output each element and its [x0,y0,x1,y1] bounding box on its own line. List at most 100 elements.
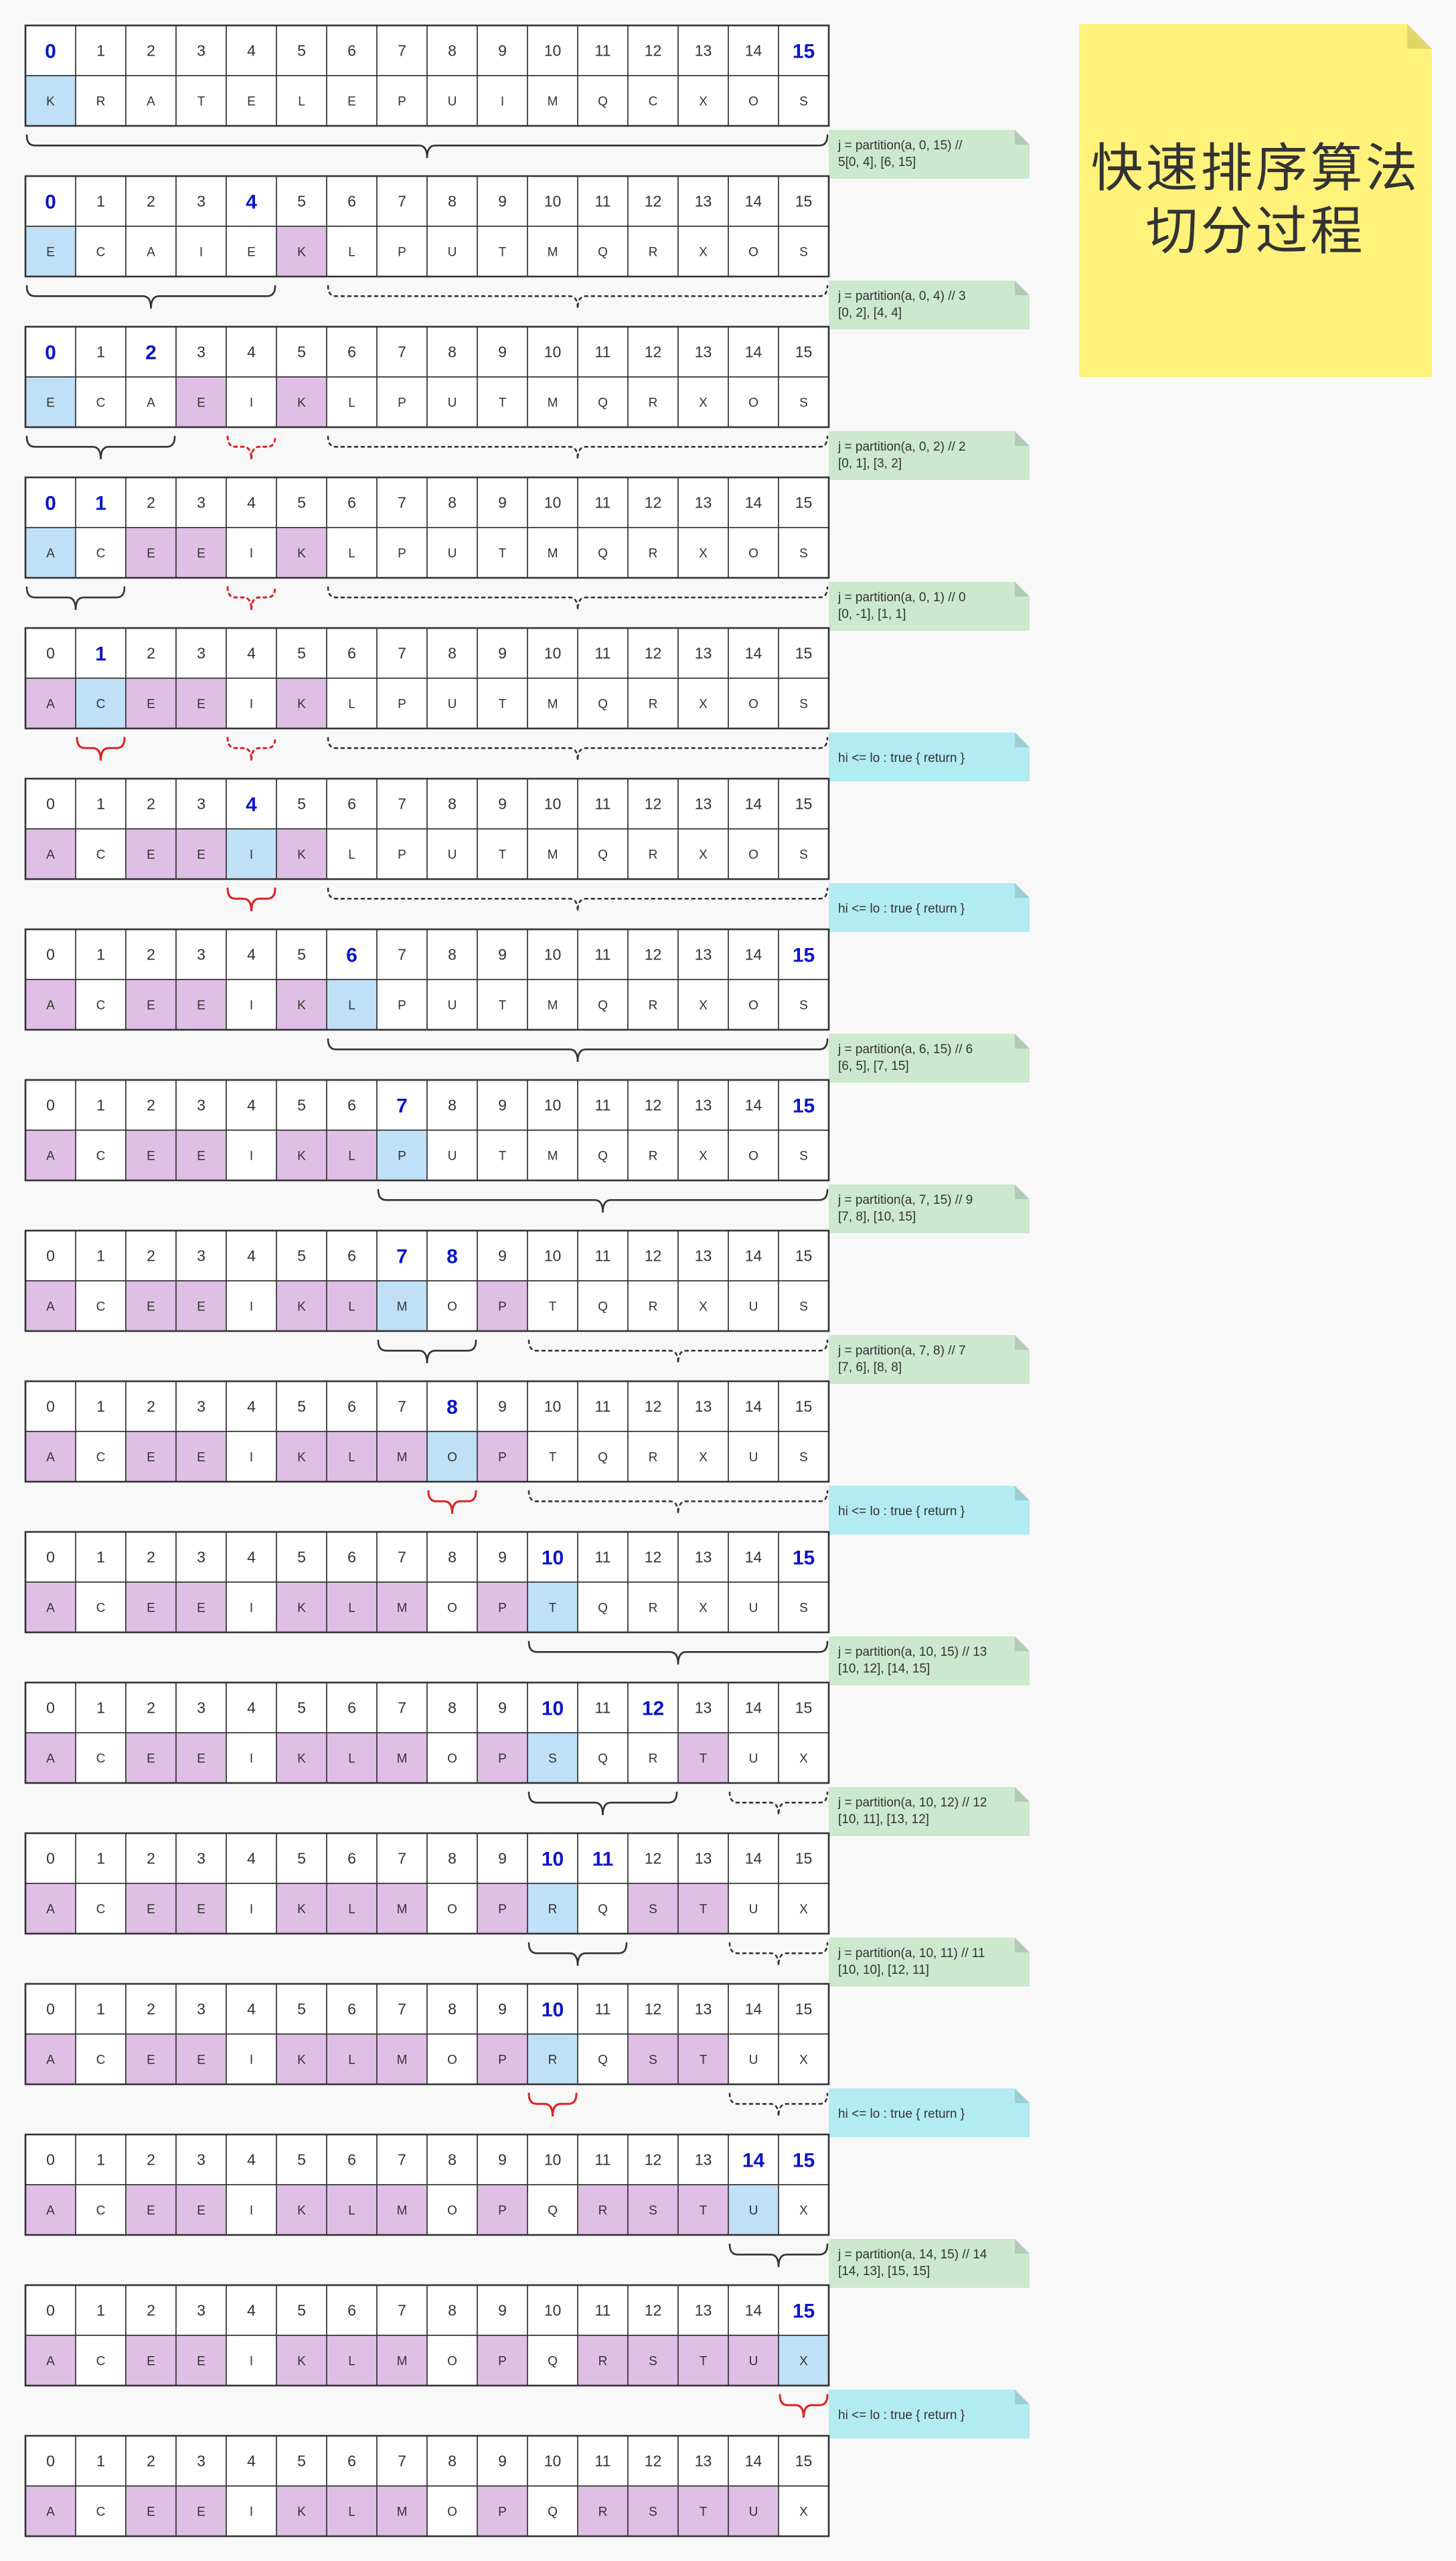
index-cell [627,1531,679,1583]
index-label: 12 [645,2001,662,2018]
index-label: 9 [498,2001,507,2018]
index-label: 12 [645,2302,662,2319]
red-brace [76,736,126,761]
index-label: 11 [595,946,611,963]
letter-label: E [197,698,206,712]
index-label: 1 [95,493,106,515]
index-cell [376,778,428,830]
letter-cell [326,979,378,1030]
index-label: 13 [695,193,712,210]
index-cell [75,929,127,980]
letter-label: X [699,999,708,1013]
index-label: 5 [297,1850,306,1867]
index-label: 5 [297,2302,306,2319]
index-cell [276,2134,327,2185]
letter-cell [25,1431,76,1482]
index-label: 12 [645,645,662,662]
letter-label: I [199,246,203,260]
letter-cell [75,1883,127,1934]
letter-cell [426,1883,478,1934]
letter-cell [75,2485,127,2537]
index-cell [376,929,428,980]
index-label: 9 [498,2453,507,2470]
index-label: 6 [347,795,356,813]
dotted-brace [728,1791,829,1816]
index-label: 15 [795,343,813,361]
index-label: 1 [96,1850,105,1867]
index-label: 7 [396,1095,408,1117]
index-label: 11 [595,343,611,361]
index-cell [226,2435,277,2487]
letter-label: O [748,999,758,1013]
letter-label: L [348,1150,355,1164]
letter-cell [527,828,578,880]
letter-cell [326,828,378,880]
index-cell [728,1983,779,2035]
letter-cell [778,1581,829,1633]
letter-label: P [398,999,406,1013]
letter-cell [376,678,428,729]
letter-label: I [250,2505,253,2519]
index-label: 10 [544,2302,562,2319]
letter-cell [25,2033,76,2085]
letter-label: P [498,1602,507,1616]
index-cell [125,477,177,528]
letter-label: R [649,1752,658,1766]
note-box [829,582,1030,631]
letter-cell [477,979,528,1030]
letter-label: O [447,2355,457,2369]
letter-cell [75,527,127,578]
index-cell [125,1531,177,1583]
note-fold [1015,1486,1030,1500]
index-cell [175,1983,227,2035]
letter-cell [778,1431,829,1482]
index-label: 5 [297,1097,306,1114]
letter-cell [426,226,478,277]
letter-label: C [96,999,106,1013]
index-label: 13 [695,1549,712,1566]
letter-cell [175,376,227,428]
index-label: 11 [595,2151,611,2169]
letter-cell [175,226,227,277]
note-box [829,2239,1030,2288]
letter-label: U [749,1602,758,1616]
index-label: 10 [544,1247,562,1265]
letter-label: T [700,2204,708,2218]
index-cell [25,25,76,76]
letter-label: R [649,246,658,260]
index-cell [175,1381,227,1432]
letter-label: C [96,848,106,862]
index-label: 8 [448,2001,457,2018]
index-cell [577,25,629,76]
range-brace [25,134,829,159]
index-cell [477,1833,528,1884]
index-label: 6 [347,2453,356,2470]
index-cell [527,326,578,378]
partition-step: 0A1C2E3E4I5K6L7M8O9P10R11Q12S13T14U15Xhi… [24,1983,1030,2137]
index-cell [477,477,528,528]
index-label: 2 [147,42,155,60]
note-text: hi <= lo : true { return } [838,751,965,765]
index-label: 1 [96,1247,105,1265]
letter-label: X [699,848,708,862]
index-cell [577,2284,629,2336]
note-box [829,883,1030,932]
array-frame [24,627,830,730]
letter-label: O [748,1150,758,1164]
letter-label: X [799,1903,808,1917]
note-fold [1015,281,1030,295]
letter-label: L [348,547,355,561]
letter-label: Q [598,2053,608,2068]
partition-step: 0A1C2E3E4I5K6L7P8U9T10M11Q12R13X14O15Shi… [24,627,1030,781]
index-label: 8 [448,494,457,512]
letter-cell [125,2485,177,2537]
index-label: 8 [448,1097,457,1114]
letter-label: A [46,1150,55,1164]
index-label: 12 [645,2453,662,2470]
letter-label: A [46,2505,55,2519]
index-label: 5 [297,42,306,60]
index-label: 14 [745,42,762,60]
index-label: 15 [793,1547,815,1569]
index-label: 2 [147,946,155,963]
letter-cell [778,1280,829,1332]
